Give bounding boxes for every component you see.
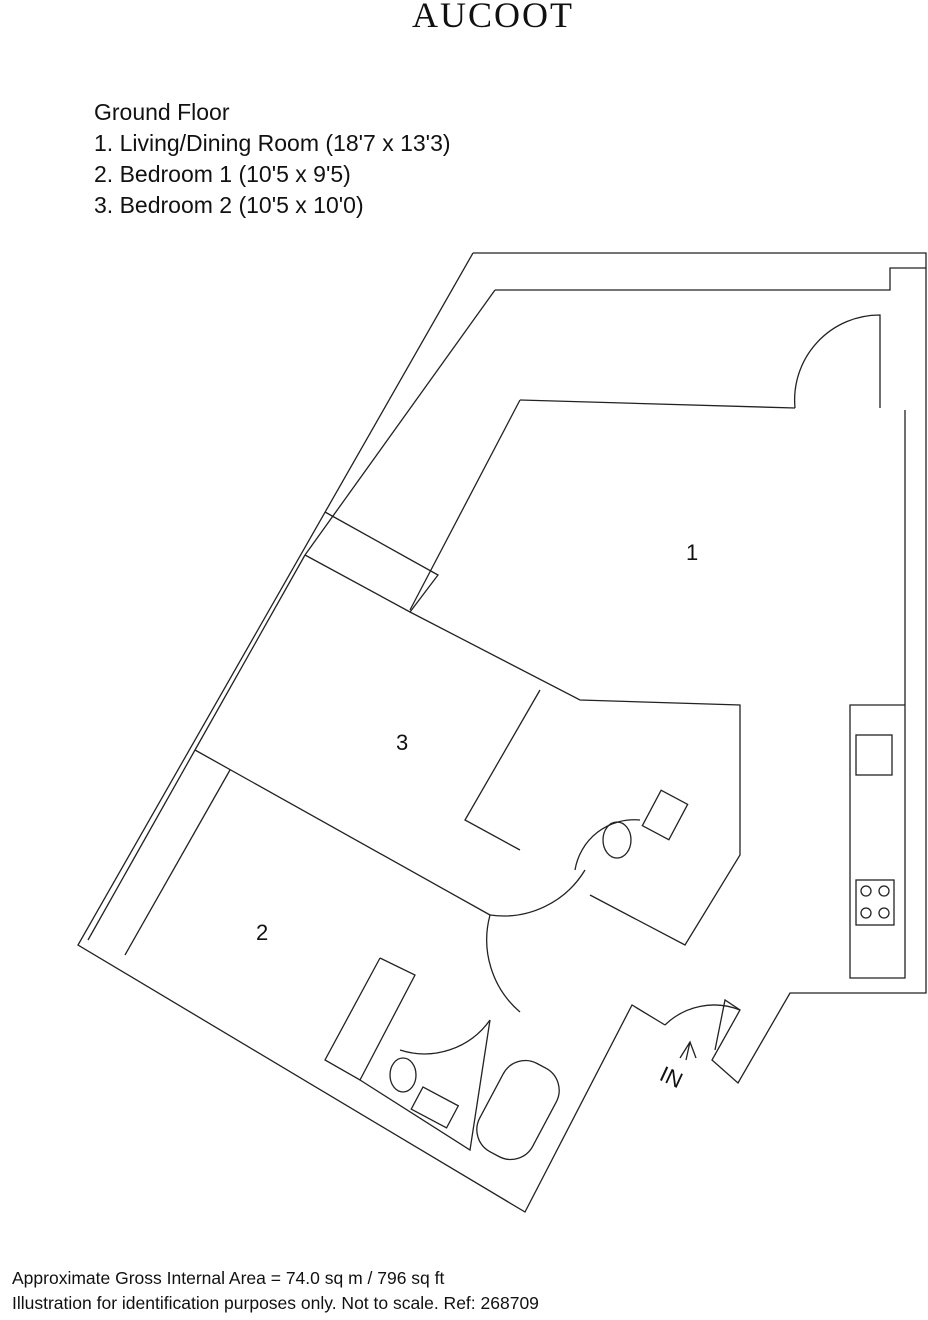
ensuite-walls [359, 1019, 491, 1152]
balcony-wall [304, 511, 439, 613]
door-swing-bedroom-2 [486, 914, 521, 1013]
legend-title: Ground Floor [94, 99, 230, 125]
bedroom-3-walls [409, 611, 741, 946]
basin-icon [410, 1086, 460, 1129]
brand-logo: AUCOOT [412, 0, 574, 35]
footer: Approximate Gross Internal Area = 74.0 s… [12, 1266, 539, 1316]
hob-icon [855, 879, 895, 926]
outer-wall [473, 252, 927, 1085]
legend-room-2: 2. Bedroom 1 (10'5 x 9'5) [94, 161, 351, 187]
area-text: Approximate Gross Internal Area = 74.0 s… [12, 1268, 445, 1288]
legend-room-1: 1. Living/Dining Room (18'7 x 13'3) [94, 130, 451, 156]
door-swing-entrance [664, 1004, 741, 1026]
hob-burner [860, 907, 872, 919]
hob-burner [878, 885, 890, 897]
bedroom-divider [194, 749, 491, 916]
entrance-arrow-icon [679, 1040, 697, 1061]
toilet-icon [389, 1057, 417, 1093]
toilet-icon-2 [602, 821, 632, 859]
inner-wall-left-lower [87, 554, 306, 941]
door-swing-bathroom [574, 819, 641, 871]
inner-wall-living-top [519, 399, 796, 409]
hob-burner [860, 885, 872, 897]
bedroom-wall-inner [124, 769, 231, 956]
door-swing-balcony [793, 314, 881, 409]
inner-wall-top [495, 267, 926, 291]
entrance-label: IN [656, 1061, 687, 1093]
inner-wall-right [849, 410, 906, 979]
inner-wall-living-left [409, 399, 521, 611]
room-legend: Ground Floor 1. Living/Dining Room (18'7… [94, 97, 451, 221]
door-swing-ensuite [399, 1019, 491, 1055]
disclaimer-text: Illustration for identification purposes… [12, 1293, 539, 1313]
wardrobe-3 [464, 689, 541, 851]
sink-icon [855, 734, 893, 776]
bathtub-icon [476, 1059, 560, 1161]
room-number-2: 2 [256, 920, 268, 945]
legend-room-3: 3. Bedroom 2 (10'5 x 10'0) [94, 192, 364, 218]
hob-burner [878, 907, 890, 919]
door-swing-bedroom-3 [489, 869, 586, 917]
room-number-3: 3 [396, 730, 408, 755]
basin-icon-2 [641, 789, 689, 841]
outer-wall-left [77, 252, 666, 1213]
wardrobe-2 [324, 957, 416, 1081]
inner-wall-left-upper [304, 289, 496, 556]
room-number-1: 1 [686, 540, 698, 565]
